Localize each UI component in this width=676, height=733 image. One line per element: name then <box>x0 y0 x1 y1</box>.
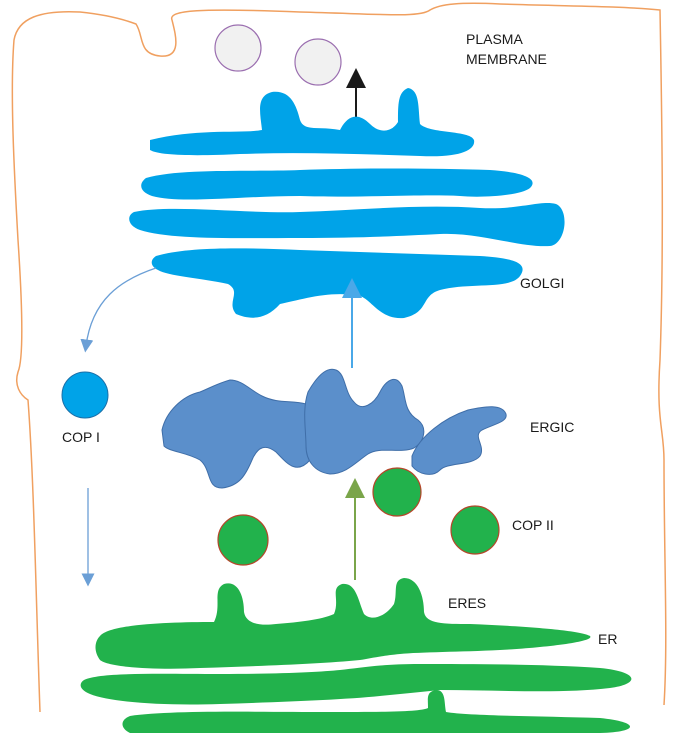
endoplasmic-reticulum <box>81 578 632 733</box>
cop2-vesicle <box>373 468 421 516</box>
golgi-cisterna <box>152 248 523 318</box>
golgi-label: GOLGI <box>520 275 564 291</box>
er-sheet-upper <box>96 578 591 669</box>
secretory-vesicle <box>215 25 261 71</box>
er-sheet-middle <box>81 664 632 705</box>
eres-label: ERES <box>448 595 486 611</box>
ergic-compartment <box>162 369 506 488</box>
cop1-label: COP I <box>62 429 100 445</box>
er-label: ER <box>598 631 617 647</box>
ergic-label: ERGIC <box>530 419 574 435</box>
cop2-vesicle <box>218 515 268 565</box>
plasma-membrane-label: MEMBRANE <box>466 51 547 67</box>
golgi-cisterna <box>141 169 532 200</box>
cop1-vesicle <box>62 372 108 418</box>
secretory-vesicle <box>295 39 341 85</box>
retrograde-arrow-curve <box>86 268 156 346</box>
cop2-vesicle <box>451 506 499 554</box>
cop2-label: COP II <box>512 517 554 533</box>
golgi-cisterna <box>150 88 474 156</box>
golgi-apparatus <box>129 88 564 318</box>
plasma-membrane-label: PLASMA <box>466 31 523 47</box>
golgi-cisterna <box>129 203 564 246</box>
